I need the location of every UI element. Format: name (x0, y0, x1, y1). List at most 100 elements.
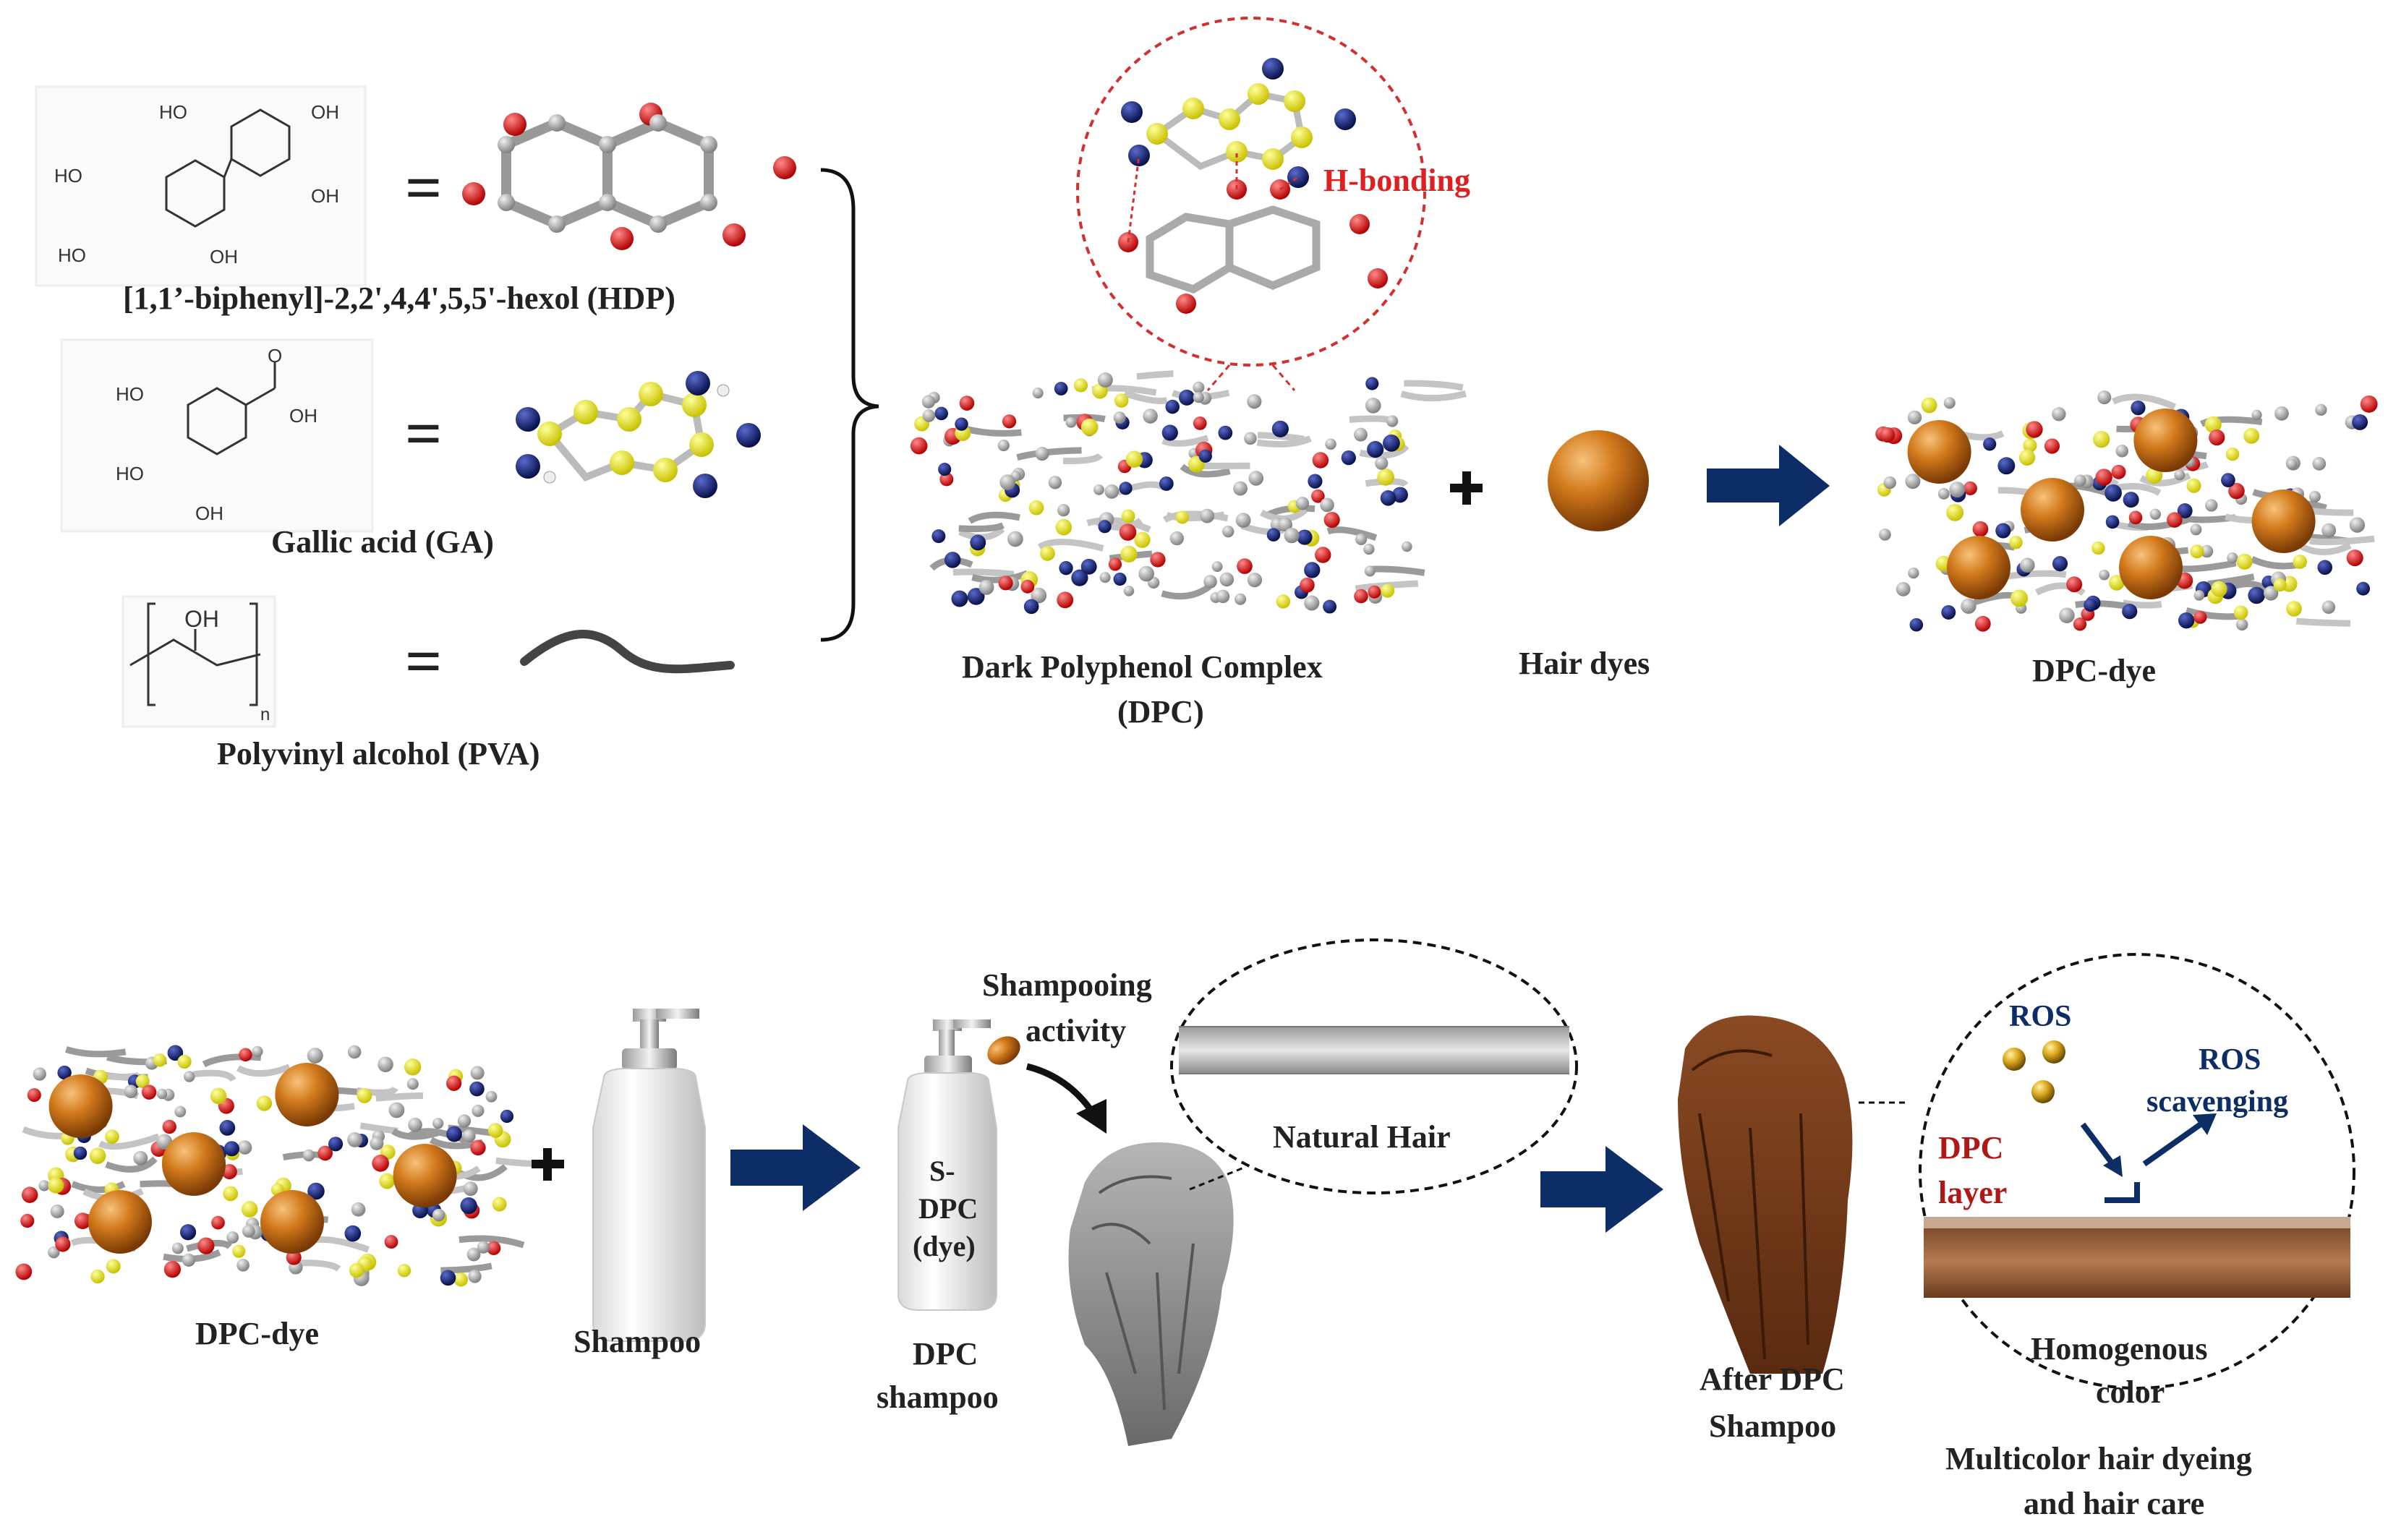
atom (2315, 403, 2327, 416)
atom (1323, 511, 1340, 529)
atom (2091, 541, 2105, 555)
backbone-strand (192, 1069, 236, 1082)
atom (256, 1095, 273, 1111)
backbone-strand (1062, 453, 1104, 465)
backbone-strand (1365, 478, 1409, 488)
atom (167, 1045, 184, 1061)
atom (74, 1212, 91, 1230)
atom (1354, 427, 1368, 442)
atom (378, 1056, 393, 1072)
backbone-strand (202, 1053, 262, 1068)
atom (328, 1137, 344, 1152)
pva-chain (520, 630, 735, 674)
atom (2312, 457, 2327, 471)
atom (1355, 533, 1368, 546)
atom (2190, 523, 2202, 536)
arrow-top (1707, 445, 1830, 526)
shampoo-label: Shampoo (573, 1324, 702, 1359)
atom (1020, 580, 1035, 594)
atom (153, 1053, 167, 1067)
pva-n-label: n (260, 705, 270, 724)
backbone-strand (2295, 617, 2351, 627)
atom (2200, 544, 2214, 558)
atom (1071, 569, 1088, 586)
atom (2066, 576, 2083, 593)
dye-particle (2021, 478, 2084, 542)
atom (1907, 410, 1922, 425)
atom (1233, 481, 1248, 496)
natural-hair-label: Natural Hair (1273, 1119, 1451, 1155)
dye-particle (2133, 408, 2198, 472)
atom (1179, 389, 1195, 406)
brown-hair (1678, 1015, 1853, 1374)
atom (1099, 572, 1111, 583)
atom (388, 1102, 405, 1118)
backbone-strand (1037, 539, 1104, 552)
atom (1946, 503, 1964, 521)
atom (50, 1204, 64, 1218)
atom (2308, 490, 2321, 503)
atom (21, 1186, 38, 1203)
atom (2018, 449, 2036, 466)
atom (951, 590, 968, 607)
atom (1276, 594, 1291, 609)
atom (1341, 450, 1356, 466)
atom (1392, 487, 1408, 503)
atom (1308, 474, 1323, 489)
backbone-strand (65, 1046, 127, 1058)
atom (2273, 578, 2287, 592)
plus-sign-bottom (532, 1148, 564, 1181)
atom (1963, 481, 1977, 495)
atom (1278, 517, 1292, 532)
backbone-strand (359, 1122, 398, 1134)
atom (171, 1242, 184, 1254)
atom (938, 463, 952, 476)
atom (1216, 589, 1230, 604)
atom (349, 1262, 364, 1278)
atom (357, 1088, 372, 1103)
hdp-ho-label-3: HO (58, 244, 86, 266)
dpc-label-line1: Dark Polyphenol Complex (962, 649, 1323, 685)
atom (1380, 583, 1395, 598)
atom (934, 406, 948, 421)
backbone-strand (2075, 600, 2129, 610)
atom (1125, 450, 1143, 468)
atom (978, 579, 994, 595)
backbone-strand (958, 522, 1005, 532)
atom (55, 1236, 71, 1252)
pva-structure (121, 595, 276, 728)
atom (1237, 558, 1253, 574)
atom (1065, 416, 1077, 428)
bottle-text-2: DPC (918, 1192, 978, 1225)
atom (197, 1237, 215, 1254)
atom (1386, 415, 1399, 427)
backbone-strand (1349, 415, 1392, 424)
atom (1266, 528, 1281, 542)
atom (1382, 434, 1400, 452)
atom (1377, 469, 1394, 486)
atom (57, 1065, 72, 1080)
atom (174, 1105, 187, 1118)
atom (445, 1075, 462, 1091)
atom (1023, 599, 1039, 615)
atom (2360, 395, 2378, 413)
atom (2084, 598, 2097, 612)
atom (1114, 393, 1129, 408)
atom (1032, 388, 1044, 399)
atom (2293, 555, 2307, 569)
after-dpc-label-1: After DPC (1700, 1361, 1845, 1397)
dye-particle (1907, 420, 1971, 484)
atom (237, 1140, 252, 1155)
atom (1040, 546, 1055, 561)
atom (2317, 560, 2333, 575)
atom (1937, 487, 1950, 500)
atom (2105, 515, 2120, 529)
atom (1097, 372, 1113, 388)
atom (2321, 523, 2337, 538)
atom (182, 1253, 196, 1267)
atom (1175, 510, 1189, 524)
atom (302, 1149, 315, 1162)
atom (1234, 593, 1247, 605)
dye-particle (162, 1132, 226, 1196)
